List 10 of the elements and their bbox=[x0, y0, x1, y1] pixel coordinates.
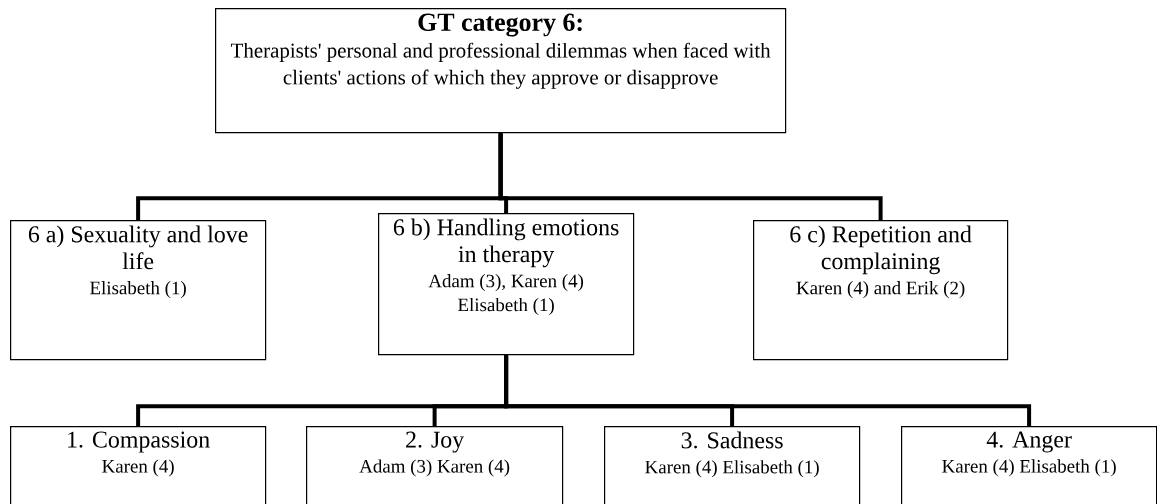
emotion-box: 4. Anger Karen (4) Elisabeth (1) bbox=[901, 426, 1157, 504]
connector-line bbox=[498, 133, 883, 220]
connector-line bbox=[504, 355, 1032, 426]
emotion-box: 3. Sadness Karen (4) Elisabeth (1) bbox=[604, 426, 861, 504]
category-box: GT category 6: Therapists' personal and professional dilemmas when faced with clients' actions of which they approve or disapprove bbox=[215, 8, 787, 134]
emotion-box: 2. Joy Adam (3) Karen (4) bbox=[306, 426, 564, 504]
subcategory-box: 6 b) Handling emotions in therapy Adam (3), Karen (4) Elisabeth (1) bbox=[378, 213, 635, 356]
emotion-box: 1. Compassion Karen (4) bbox=[10, 426, 267, 504]
subcategory-box: 6 a) Sexuality and love life Elisabeth (1) bbox=[10, 220, 267, 361]
subcategory-box: 6 c) Repetition and complaining Karen (4) and Erik (2) bbox=[753, 220, 1009, 361]
